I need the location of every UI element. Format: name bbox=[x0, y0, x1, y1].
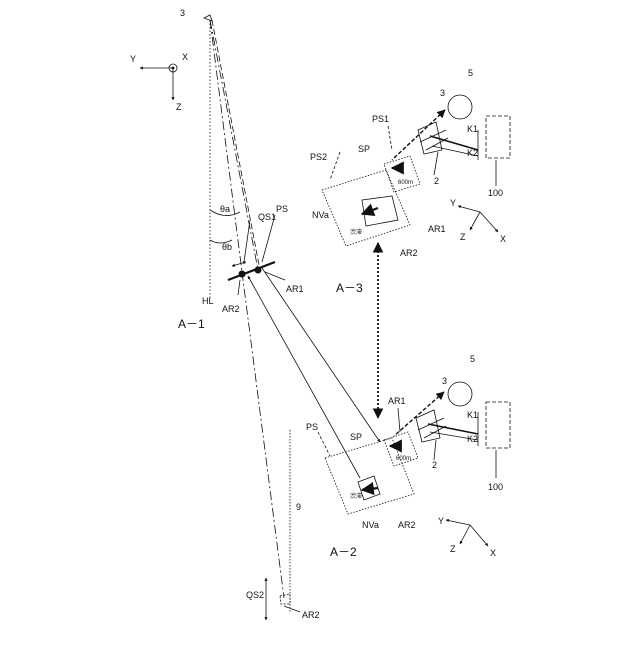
axis-y-a3: Y bbox=[450, 198, 456, 208]
qs2-target bbox=[280, 594, 290, 604]
nva-label-a2: NVa bbox=[362, 520, 379, 530]
axis-z-top: Z bbox=[176, 102, 182, 112]
dashdot-line-b bbox=[210, 20, 258, 270]
ps-leader bbox=[262, 215, 275, 262]
ar1-label-a1: AR1 bbox=[286, 284, 304, 294]
dashdot-line-long bbox=[242, 272, 284, 598]
z-axis-arrow-a2 bbox=[460, 525, 470, 544]
ref-100-a3: 100 bbox=[488, 188, 503, 198]
k1-label-a2: K1 bbox=[467, 410, 478, 420]
ps2-leader bbox=[330, 152, 340, 180]
device-100-a3 bbox=[486, 116, 510, 158]
ar2-label-a3: AR2 bbox=[400, 248, 418, 258]
qs1-leader bbox=[244, 220, 250, 262]
ref-2-a3: 2 bbox=[434, 176, 439, 186]
distance-text-a3: 600m bbox=[398, 180, 413, 186]
ar2-label-a1: AR2 bbox=[222, 304, 240, 314]
ref-3-a2: 3 bbox=[442, 376, 447, 386]
sp-screen-a3 bbox=[384, 156, 420, 192]
ps1-label: PS1 bbox=[372, 114, 389, 124]
ps-label-a1: PS bbox=[276, 204, 288, 214]
panel-a2-title: A－2 bbox=[330, 545, 357, 559]
ps-label-a2: PS bbox=[306, 422, 318, 432]
x-axis-arrow-a2 bbox=[470, 525, 488, 546]
ar1-label-a2: AR1 bbox=[388, 396, 406, 406]
theta-a-label: θa bbox=[220, 204, 230, 214]
dashed-line bbox=[212, 20, 260, 270]
panel-a1 bbox=[140, 15, 285, 598]
qs1-point bbox=[239, 271, 246, 278]
ar2-leader bbox=[238, 280, 240, 295]
ar2-bottom-leader bbox=[284, 606, 300, 612]
panel-a3-title: A－3 bbox=[336, 281, 363, 295]
ps-point bbox=[255, 267, 262, 274]
axis-y-a2: Y bbox=[438, 516, 444, 526]
device-100-a2 bbox=[486, 402, 510, 448]
dashdot-line-a bbox=[210, 20, 242, 272]
vehicle-text-a2: 渋滞 bbox=[350, 492, 362, 500]
projection-ray-a2 bbox=[428, 424, 478, 434]
qs1-arrow bbox=[232, 262, 246, 266]
ref-3-a3: 3 bbox=[440, 88, 445, 98]
ref-5-a3: 5 bbox=[468, 68, 473, 78]
ps2-screen bbox=[322, 170, 410, 246]
ref-2-a2: 2 bbox=[432, 460, 437, 470]
combiner-line-d bbox=[424, 426, 446, 438]
axis-x-a3: X bbox=[500, 234, 506, 244]
vehicle-text-a3: 渋滞 bbox=[350, 228, 362, 236]
head-a2 bbox=[448, 382, 472, 406]
ref-5-a2: 5 bbox=[470, 354, 475, 364]
ar2-label-a2: AR2 bbox=[398, 520, 416, 530]
y-axis-arrow-a3 bbox=[458, 206, 480, 212]
head-a3 bbox=[448, 95, 472, 119]
qs1-label: QS1 bbox=[258, 212, 276, 222]
sp-label-a3: SP bbox=[358, 144, 370, 154]
vertex-triangle bbox=[204, 15, 212, 21]
ref-9: 9 bbox=[296, 502, 301, 512]
ar2-label-bottom: AR2 bbox=[302, 610, 320, 620]
ar1-leader bbox=[265, 272, 285, 280]
ps1-leader bbox=[388, 126, 392, 150]
theta-b-label: θb bbox=[222, 242, 232, 252]
vehicle-arrow-a3 bbox=[362, 208, 378, 214]
qs2-group bbox=[266, 578, 300, 620]
distance-text-a2: 600m bbox=[396, 456, 411, 462]
ref-3-top: 3 bbox=[180, 8, 185, 18]
ref-2-leader-a2 bbox=[434, 440, 436, 460]
hl-label: HL bbox=[202, 296, 214, 306]
vehicle-arrow-a2 bbox=[362, 488, 378, 490]
k2-label-a2: K2 bbox=[467, 434, 478, 444]
panel-a1-title: A－1 bbox=[178, 317, 205, 331]
qs2-label: QS2 bbox=[246, 590, 264, 600]
axis-y-top: Y bbox=[130, 54, 136, 64]
eye-beam-a3 bbox=[392, 110, 445, 160]
k2-label-a3: K2 bbox=[467, 148, 478, 158]
z-axis-arrow-a3 bbox=[470, 212, 480, 230]
ps-screen-a2 bbox=[325, 438, 414, 514]
ref-2-leader-a3 bbox=[434, 152, 438, 175]
ar1-leader-a2 bbox=[398, 408, 400, 432]
ref-100-a2: 100 bbox=[488, 482, 503, 492]
ar1-label-a3: AR1 bbox=[428, 224, 446, 234]
ps2-label: PS2 bbox=[310, 152, 327, 162]
k1-label-a3: K1 bbox=[467, 124, 478, 134]
axis-z-a2: Z bbox=[450, 544, 456, 554]
panel-a3 bbox=[322, 95, 510, 246]
sp-label-a2: SP bbox=[350, 432, 362, 442]
axis-z-a3: Z bbox=[460, 232, 466, 242]
nva-label-a3: NVa bbox=[312, 210, 329, 220]
axis-x-top: X bbox=[182, 52, 188, 62]
axis-x-a2: X bbox=[490, 548, 496, 558]
x-axis-arrow-a3 bbox=[480, 212, 498, 232]
y-axis-arrow-a2 bbox=[446, 520, 470, 525]
ps-leader-a2 bbox=[318, 432, 330, 456]
